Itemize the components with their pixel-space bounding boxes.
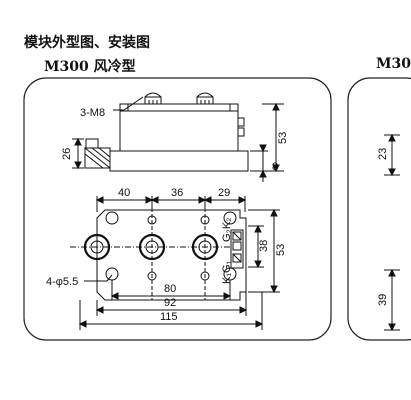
- dim-right-53: 53: [275, 244, 287, 256]
- dim-bottom-80: 80: [164, 283, 176, 295]
- dim-flange-8: 8: [272, 161, 278, 173]
- screw-label: 3-M8: [80, 107, 105, 119]
- terminal-circle-1: [83, 233, 111, 261]
- dim-partial-39: 39: [377, 294, 389, 306]
- side-view: [72, 92, 284, 182]
- right-panel-frame: [347, 77, 411, 341]
- model-subtitle-partial: M30: [376, 56, 411, 72]
- hole-spec-label: 4-φ5.5: [46, 276, 78, 288]
- dim-height-26: 26: [61, 148, 73, 160]
- terminal-left: [144, 92, 162, 105]
- top-view: [70, 196, 280, 330]
- module-drawing: 3-M8 53 26 8: [23, 77, 411, 341]
- right-partial-view: [384, 133, 400, 332]
- label-g2k2: G₂K₂: [221, 218, 233, 242]
- label-k1g1: K₁G₁: [221, 260, 233, 284]
- dim-partial-23: 23: [377, 148, 389, 160]
- left-panel-frame: [23, 77, 332, 341]
- model-subtitle: M300 风冷型: [44, 59, 136, 75]
- dim-top-29: 29: [218, 187, 230, 199]
- dim-top-40: 40: [118, 187, 130, 199]
- dim-bottom-92: 92: [164, 297, 176, 309]
- dim-right-38: 38: [258, 240, 270, 252]
- terminal-right: [196, 92, 214, 105]
- dim-bottom-115: 115: [160, 311, 178, 323]
- diagram-title: 模块外型图、安装图: [24, 35, 150, 51]
- dim-top-36: 36: [171, 187, 183, 199]
- dim-height-53: 53: [277, 132, 289, 144]
